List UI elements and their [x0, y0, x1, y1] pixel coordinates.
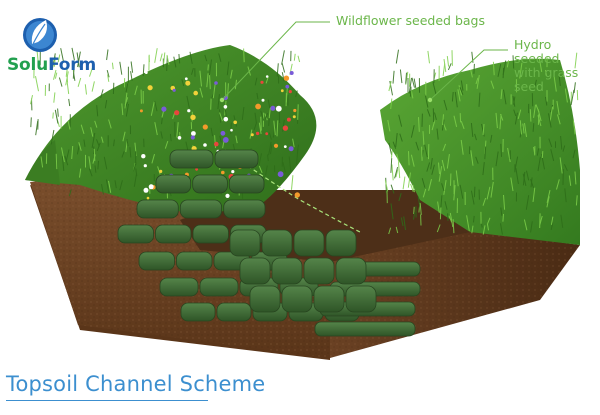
callout-leader-hydro: [429, 49, 508, 101]
leaf-globe-icon: [23, 18, 57, 52]
brand-logo-text: SoluForm: [7, 55, 96, 75]
callout-hydro-line-1: Hydro seeded: [514, 37, 560, 66]
callout-dot-hydro: [427, 97, 433, 103]
callout-hydro-seeded: Hydro seeded with grass seed: [514, 38, 600, 94]
callout-hydro-line-2: with grass seed: [514, 65, 579, 94]
left-grass-bank: [25, 45, 317, 215]
caption-underline: [6, 400, 208, 401]
callout-dot-bags: [219, 97, 225, 103]
right-grass-bank: [380, 58, 580, 245]
geotextile-bags: [117, 149, 421, 337]
brand-name-part-2: Form: [48, 55, 96, 75]
callout-wildflower-seeded-bags: Wildflower seeded bags: [336, 13, 485, 28]
callout-leader-bags: [221, 21, 330, 101]
diagram-caption: Topsoil Channel Scheme: [6, 372, 266, 396]
grass-texture: [30, 47, 579, 235]
brand-name-part-1: Solu: [7, 55, 49, 75]
